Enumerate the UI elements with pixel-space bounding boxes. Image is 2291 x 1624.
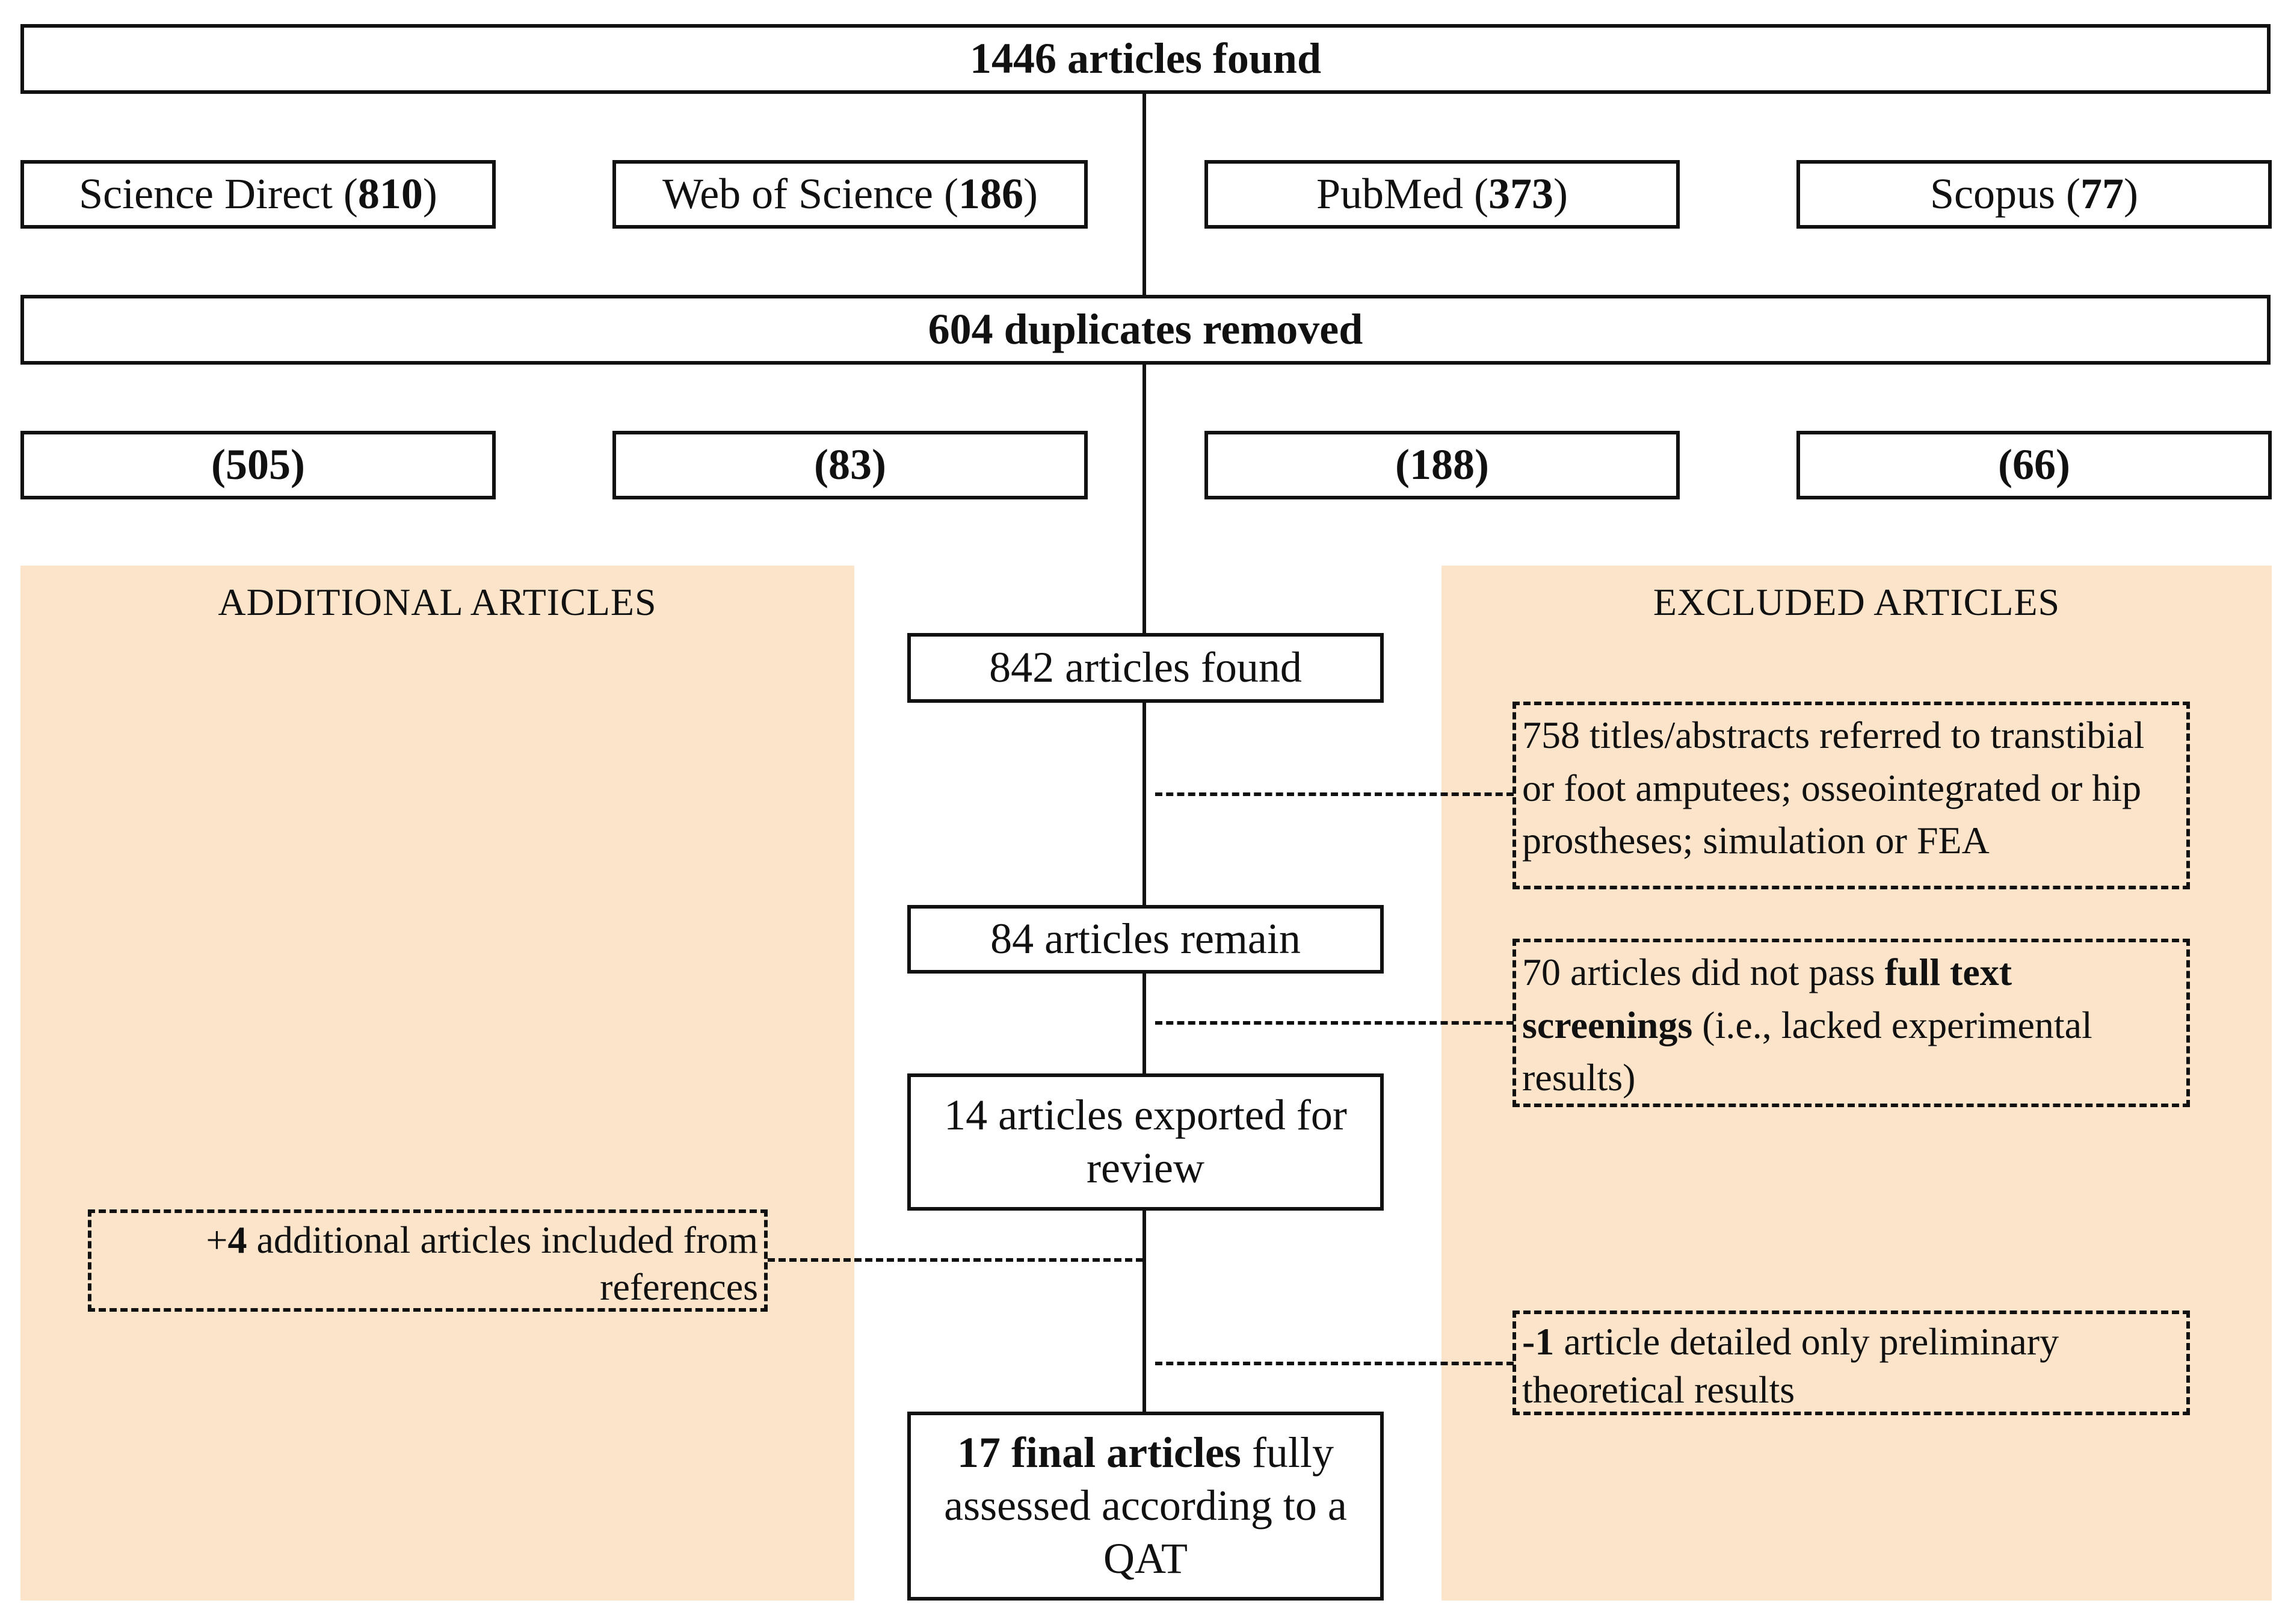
exclusion-title-abstract-text: 758 titles/abstracts referred to transti… <box>1522 714 2145 862</box>
exclusion-fulltext-bold: full text screenings <box>1522 951 2012 1046</box>
dedup-box-web-of-science: (83) <box>612 431 1088 499</box>
final-articles-desc: fully assessed according to a QAT <box>944 1428 1347 1582</box>
final-articles-box: 17 final articles fully assessed accordi… <box>907 1412 1384 1601</box>
source-box-web-of-science: Web of Science (186) <box>612 160 1088 229</box>
addition-connector <box>768 1258 1143 1262</box>
exclusion-box-title-abstract: 758 titles/abstracts referred to transti… <box>1512 702 2190 889</box>
exclusion-connector-2 <box>1155 1021 1514 1025</box>
dedup-count: 188 <box>1410 440 1475 489</box>
articles-exported-label: 14 articles exported for review <box>944 1091 1347 1192</box>
source-box-scopus: Scopus (77) <box>1796 160 2272 229</box>
source-name: PubMed <box>1316 170 1464 218</box>
dedup-count: 83 <box>828 440 872 489</box>
exclusion-fulltext-pre: 70 articles did not pass <box>1522 951 1885 993</box>
articles-remain-box: 84 articles remain <box>907 905 1384 974</box>
dedup-box-science-direct: (505) <box>20 431 496 499</box>
main-connector <box>1142 90 1146 1426</box>
duplicates-removed-box: 604 duplicates removed <box>20 295 2271 365</box>
exclusion-connector-3 <box>1155 1362 1514 1365</box>
addition-text: additional articles included from refere… <box>247 1218 759 1309</box>
dedup-count: 66 <box>2012 440 2056 489</box>
exclusion-prelim-count: -1 <box>1522 1320 1555 1363</box>
source-count: 186 <box>958 170 1023 218</box>
dedup-box-pubmed: (188) <box>1204 431 1680 499</box>
exclusion-fulltext-post: (i.e., lacked experimental results) <box>1522 1003 2092 1099</box>
source-box-pubmed: PubMed (373) <box>1204 160 1680 229</box>
additional-articles-panel: ADDITIONAL ARTICLES <box>20 566 854 1601</box>
exclusion-prelim-text: article detailed only preliminary theore… <box>1522 1320 2059 1411</box>
source-name: Science Direct <box>79 170 333 218</box>
source-count: 77 <box>2080 170 2124 218</box>
articles-exported-box: 14 articles exported for review <box>907 1073 1384 1211</box>
exclusion-box-full-text: 70 articles did not pass full text scree… <box>1512 939 2190 1107</box>
source-count: 810 <box>357 170 423 218</box>
addition-count: 4 <box>227 1218 247 1261</box>
source-count: 373 <box>1488 170 1554 218</box>
duplicates-removed-label: 604 duplicates removed <box>928 305 1363 354</box>
source-box-science-direct: Science Direct (810) <box>20 160 496 229</box>
dedup-box-scopus: (66) <box>1796 431 2272 499</box>
total-articles-label: 1446 articles found <box>970 34 1321 83</box>
dedup-count: 505 <box>226 440 291 489</box>
articles-remain-label: 84 articles remain <box>990 915 1301 963</box>
excluded-articles-title: EXCLUDED ARTICLES <box>1653 581 2061 623</box>
exclusion-box-preliminary: -1 article detailed only preliminary the… <box>1512 1311 2190 1415</box>
source-name: Web of Science <box>662 170 934 218</box>
excluded-articles-panel: EXCLUDED ARTICLES <box>1442 566 2272 1601</box>
addition-box-references: +4 additional articles included from ref… <box>88 1209 768 1312</box>
additional-articles-title: ADDITIONAL ARTICLES <box>218 581 657 623</box>
final-articles-count: 17 final articles <box>957 1428 1241 1477</box>
source-name: Scopus <box>1930 170 2056 218</box>
exclusion-connector-1 <box>1155 792 1514 796</box>
articles-found-label: 842 articles found <box>989 643 1302 692</box>
addition-plus: + <box>206 1218 228 1261</box>
articles-found-box: 842 articles found <box>907 633 1384 703</box>
total-articles-box: 1446 articles found <box>20 24 2271 94</box>
